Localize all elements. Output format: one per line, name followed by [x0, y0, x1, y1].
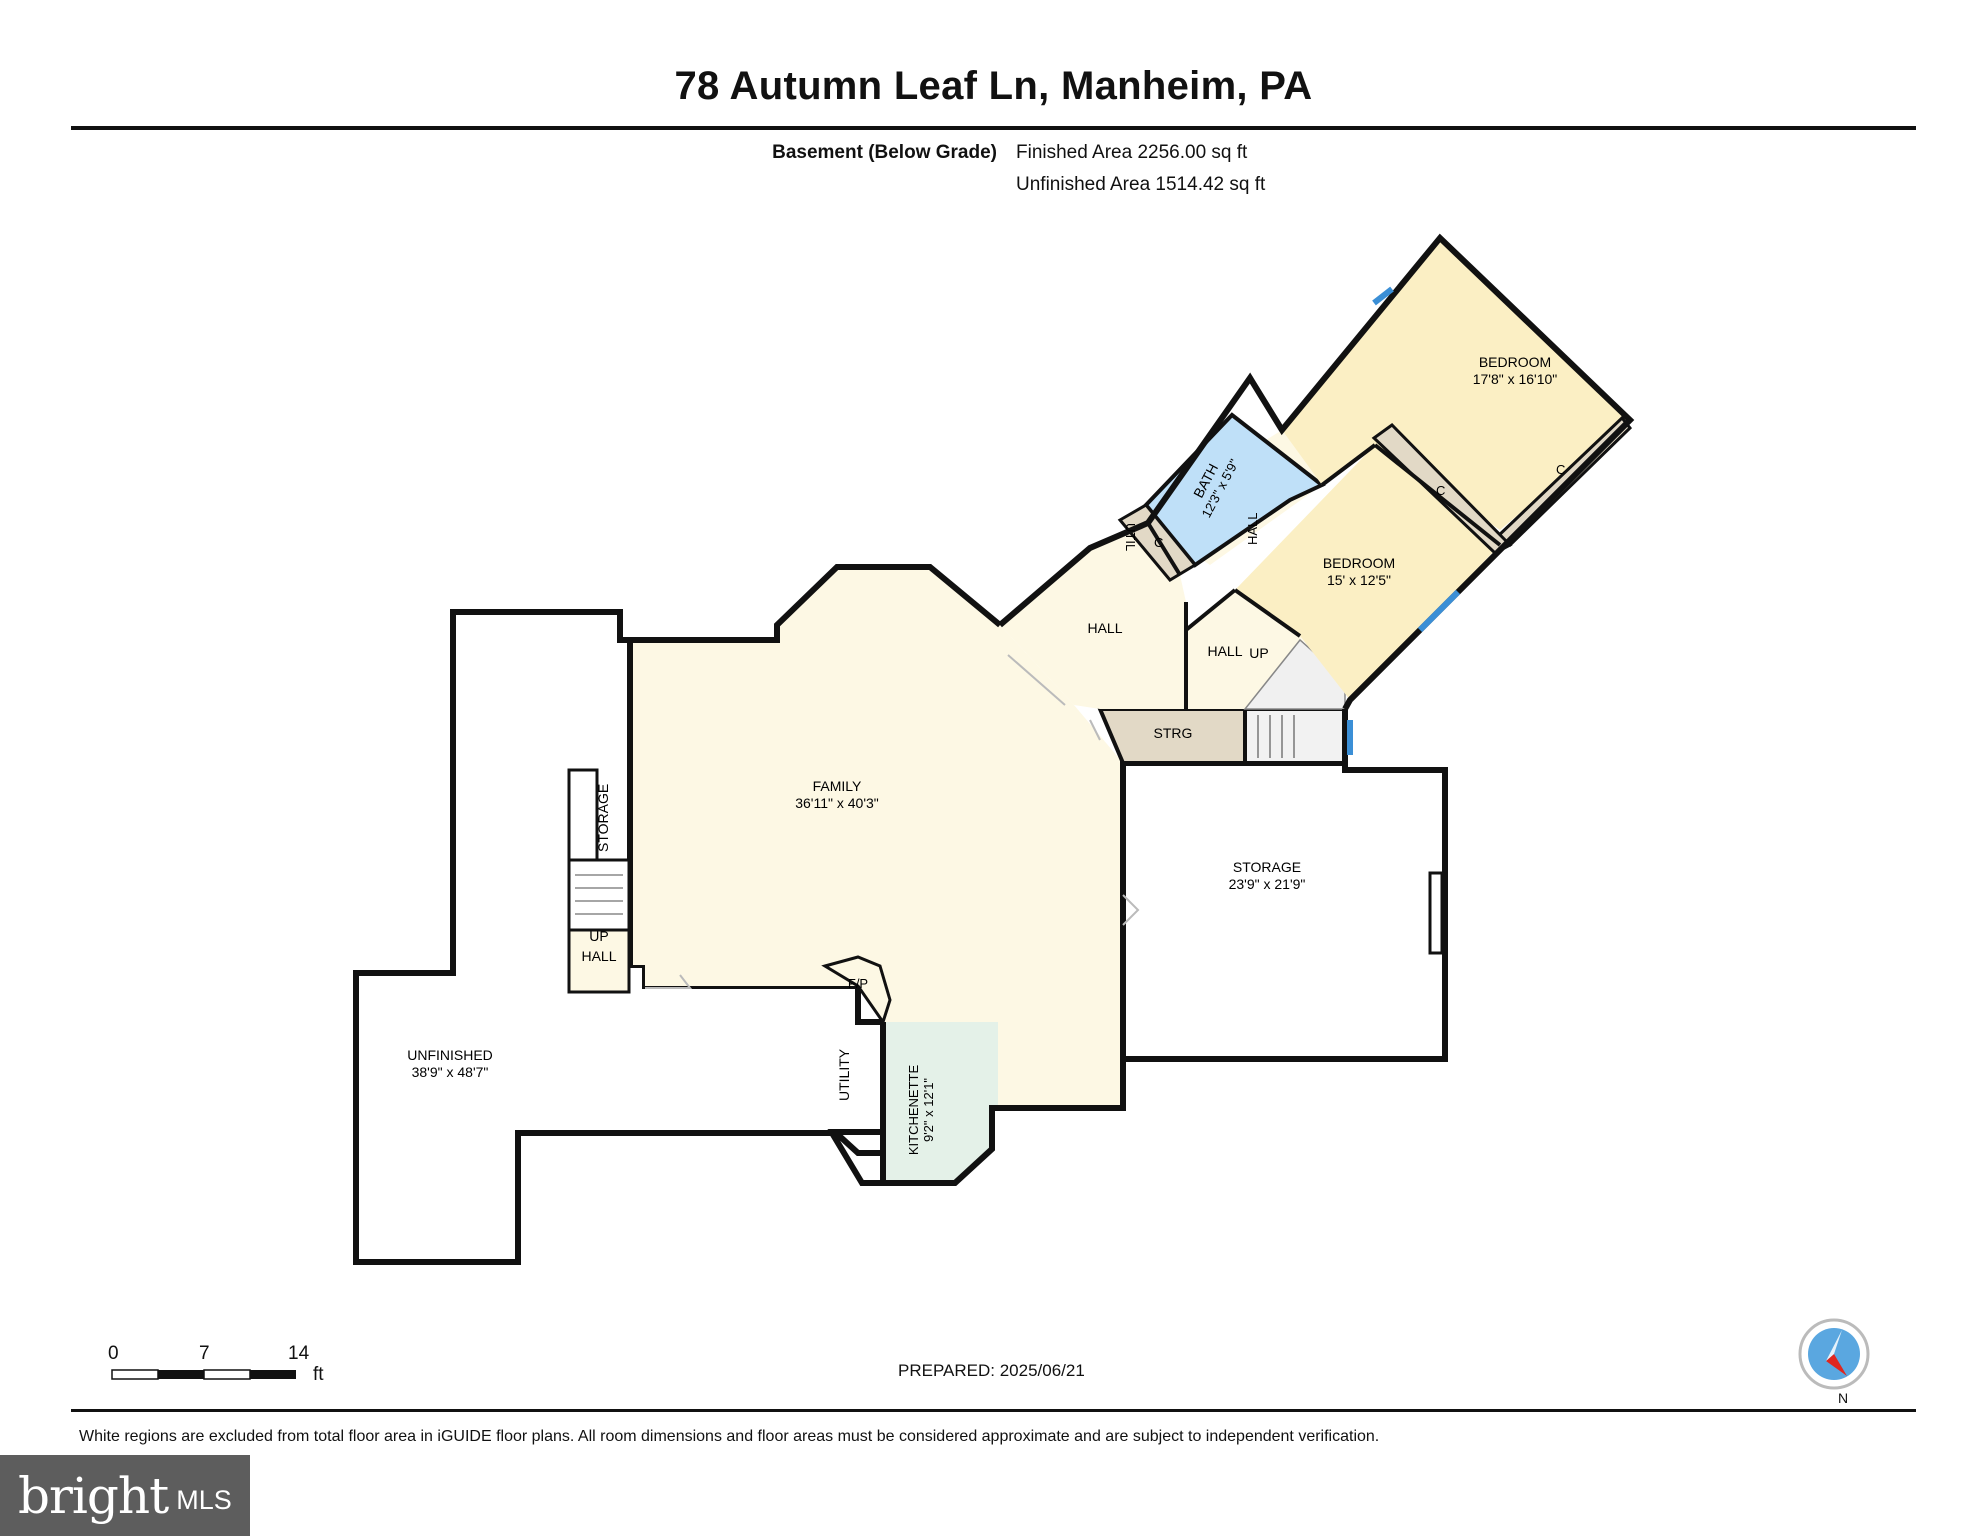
- left-stair-treads: [575, 874, 623, 915]
- stairs-up-label: UP: [1249, 645, 1268, 661]
- closet-label-b: C: [1436, 483, 1445, 498]
- kitchenette-name: KITCHENETTE: [906, 1065, 921, 1156]
- strg-label: STRG: [1154, 725, 1193, 741]
- scale-unit: ft: [313, 1364, 324, 1385]
- storage-room: [1120, 760, 1448, 1062]
- left-stair: [567, 858, 631, 932]
- disclaimer-text: White regions are excluded from total fl…: [79, 1428, 1380, 1445]
- bedroom-lower-name: BEDROOM: [1323, 555, 1395, 571]
- interior-walls: [1146, 443, 1502, 709]
- bedroom-upper-name: BEDROOM: [1479, 354, 1551, 370]
- compass-north-label: N: [1838, 1390, 1849, 1406]
- hall-diagonal-label: HALL: [1245, 512, 1260, 545]
- closet-lower-bedroom: [1371, 423, 1513, 555]
- header-rule: [71, 126, 1916, 130]
- left-hall: [567, 928, 631, 994]
- kitchenette-room: [883, 1022, 998, 1183]
- fireplace-label: F/P: [848, 976, 868, 991]
- compass-icon: [1798, 1318, 1870, 1390]
- footer-rule: [71, 1409, 1916, 1412]
- stair-treads: [1257, 715, 1295, 758]
- left-up-label: UP: [589, 928, 608, 944]
- unfinished-area: Unfinished Area 1514.42 sq ft: [1016, 174, 1266, 195]
- bedroom-lower-dims: 15' x 12'5": [1327, 572, 1391, 588]
- prepared-date: PREPARED: 2025/06/21: [898, 1361, 1085, 1380]
- utility-label: UTILITY: [836, 1048, 852, 1101]
- scale-label-zero: 0: [108, 1343, 119, 1364]
- left-hall-label: HALL: [581, 948, 616, 964]
- closet-label-c: C: [1556, 462, 1565, 477]
- fireplace: [821, 955, 892, 1026]
- hall-lower-label: HALL: [1087, 620, 1122, 636]
- storage-window: [1428, 871, 1444, 955]
- util-label: UTIL: [1123, 523, 1138, 551]
- family-room: [630, 567, 1123, 1108]
- family-dims: 36'11" x 40'3": [795, 795, 879, 811]
- stair-well: [1243, 707, 1347, 765]
- finished-area: Finished Area 2256.00 sq ft: [1016, 142, 1248, 163]
- scale-label-max: 14: [288, 1343, 310, 1364]
- scale-label-mid: 7: [199, 1343, 210, 1364]
- logo-suffix: MLS: [176, 1485, 232, 1515]
- unfinished-name: UNFINISHED: [407, 1047, 493, 1063]
- unfinished-dims: 38'9" x 48'7": [412, 1064, 489, 1080]
- left-storage-label: STORAGE: [595, 784, 611, 852]
- kitchenette-dims: 9'2" x 12'1": [921, 1078, 936, 1142]
- storage-dims: 23'9" x 21'9": [1229, 876, 1306, 892]
- left-storage: [567, 768, 599, 862]
- scale-bar: [111, 1369, 296, 1380]
- doors: [645, 654, 1140, 989]
- bedroom-upper-dims: 17'8" x 16'10": [1473, 371, 1558, 387]
- plan-title: 78 Autumn Leaf Ln, Manheim, PA: [674, 64, 1313, 108]
- bright-mls-logo: bright MLS: [0, 1455, 250, 1536]
- level-label: Basement (Below Grade): [772, 142, 997, 163]
- closet-label-a: C: [1154, 535, 1163, 550]
- windows: [1347, 286, 1461, 755]
- hall-lower: [1000, 523, 1186, 709]
- hall-stairs-label: HALL: [1207, 643, 1242, 659]
- bedroom-lower: [1235, 445, 1500, 700]
- family-name: FAMILY: [813, 778, 862, 794]
- bedroom-upper: [1282, 238, 1630, 530]
- storage-name: STORAGE: [1233, 859, 1301, 875]
- logo-brand: bright: [18, 1466, 169, 1525]
